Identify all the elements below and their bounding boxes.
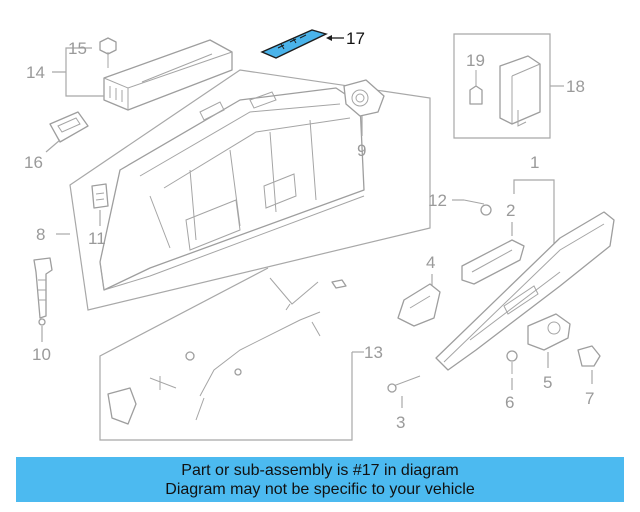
callout-1: 1 xyxy=(530,153,539,172)
part-5-lock xyxy=(527,313,571,351)
callout-14: 14 xyxy=(26,63,45,82)
callout-17: 17 xyxy=(346,29,365,48)
banner-line-1: Part or sub-assembly is #17 in diagram xyxy=(181,462,459,479)
part-14-housing xyxy=(103,39,233,111)
callout-18: 18 xyxy=(566,77,585,96)
callout-12: 12 xyxy=(428,191,447,210)
banner-line-2: Diagram may not be specific to your vehi… xyxy=(165,481,475,498)
part-7-cap xyxy=(577,345,601,367)
callout-13: 13 xyxy=(364,343,383,362)
part-4-hinge xyxy=(397,283,441,327)
part-18-lamp-bracket xyxy=(499,55,541,127)
part-16-latch xyxy=(49,111,89,143)
part-1-glove-box-door xyxy=(435,211,615,371)
callout-10: 10 xyxy=(32,345,51,364)
part-19-bulb xyxy=(469,70,483,105)
part-13-rod-assembly xyxy=(107,277,347,425)
callout-7: 7 xyxy=(585,389,594,408)
info-banner: Part or sub-assembly is #17 in diagram D… xyxy=(16,457,624,502)
callout-15: 15 xyxy=(68,39,87,58)
callout-6: 6 xyxy=(505,393,514,412)
callout-9: 9 xyxy=(357,141,366,160)
part-15-bolt xyxy=(99,37,117,68)
part-3-pin xyxy=(387,375,421,393)
callout-5: 5 xyxy=(543,373,552,392)
callout-3: 3 xyxy=(396,413,405,432)
callout-19: 19 xyxy=(466,51,485,70)
part-2-handle xyxy=(461,239,525,285)
callout-4: 4 xyxy=(426,253,435,272)
callout-16: 16 xyxy=(24,153,43,172)
part-18-frame xyxy=(453,33,551,139)
part-8-frame xyxy=(69,69,431,311)
part-11-clip xyxy=(91,183,109,209)
callout-2: 2 xyxy=(506,201,515,220)
callout-11: 11 xyxy=(88,229,106,248)
part-9-switch xyxy=(343,79,385,117)
part-10-damper xyxy=(33,257,53,326)
part-13-frame xyxy=(99,267,353,441)
part-17-highlighted[interactable] xyxy=(260,29,344,59)
part-8-glove-box-housing xyxy=(99,87,365,291)
parts-diagram: 17 15 14 16 8 9 11 xyxy=(24,29,615,441)
part-12-screw xyxy=(463,199,492,216)
part-6-screw xyxy=(506,350,518,374)
callout-8: 8 xyxy=(36,225,45,244)
